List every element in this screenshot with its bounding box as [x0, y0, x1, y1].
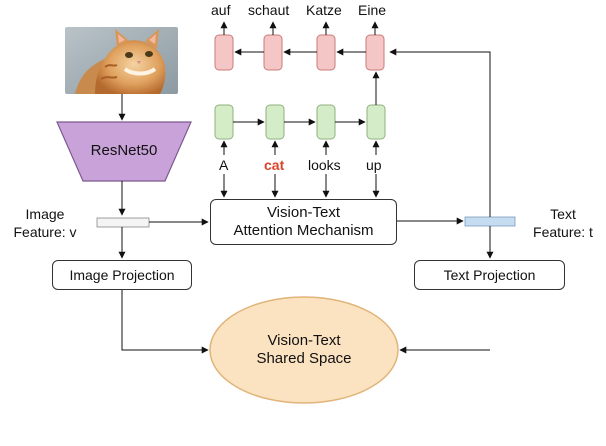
- text-feature-line1: Text: [550, 206, 576, 222]
- decoder-word: Eine: [358, 2, 387, 18]
- cat-image: [65, 27, 178, 94]
- encoder-cell: [316, 104, 336, 140]
- decoder-cell: [214, 34, 234, 71]
- text-feature-bar: [464, 216, 516, 227]
- shared-space-line2: Shared Space: [256, 350, 352, 367]
- attention-mechanism-box: Vision-Text Attention Mechanism: [210, 199, 397, 245]
- decoder-cell: [365, 34, 385, 71]
- cat-photo-icon: [65, 27, 178, 94]
- attention-line2: Attention Mechanism: [233, 222, 374, 239]
- text-feature-label: Text Feature: t: [520, 205, 606, 241]
- encoder-word: A: [219, 157, 229, 173]
- image-feature-bar: [96, 217, 150, 228]
- image-feature-line2: Feature: v: [13, 224, 77, 240]
- decoder-word: schaut: [248, 2, 290, 18]
- decoder-cell: [263, 34, 283, 71]
- text-projection-box: Text Projection: [414, 260, 565, 290]
- decoder-word: Katze: [306, 2, 342, 18]
- shared-space-ellipse: [209, 296, 399, 404]
- attention-line1: Vision-Text: [266, 204, 341, 221]
- decoder-cell: [316, 34, 336, 71]
- encoder-word: looks: [308, 157, 341, 173]
- image-projection-box: Image Projection: [52, 260, 192, 290]
- shared-space-line1: Vision-Text: [267, 332, 341, 349]
- resnet-label: ResNet50: [90, 142, 158, 159]
- image-feature-label: Image Feature: v: [0, 205, 90, 241]
- image-feature-line1: Image: [25, 206, 65, 222]
- encoder-cell: [265, 104, 285, 140]
- encoder-cell: [214, 104, 234, 140]
- text-feature-line2: Feature: t: [533, 224, 593, 240]
- resnet-trapezoid: [56, 121, 192, 182]
- encoder-word-highlighted: cat: [264, 157, 285, 173]
- shared-space-label: Vision-Text Shared Space: [210, 332, 398, 368]
- encoder-cell: [366, 104, 386, 140]
- decoder-word: auf: [211, 2, 231, 18]
- encoder-word: up: [366, 157, 382, 173]
